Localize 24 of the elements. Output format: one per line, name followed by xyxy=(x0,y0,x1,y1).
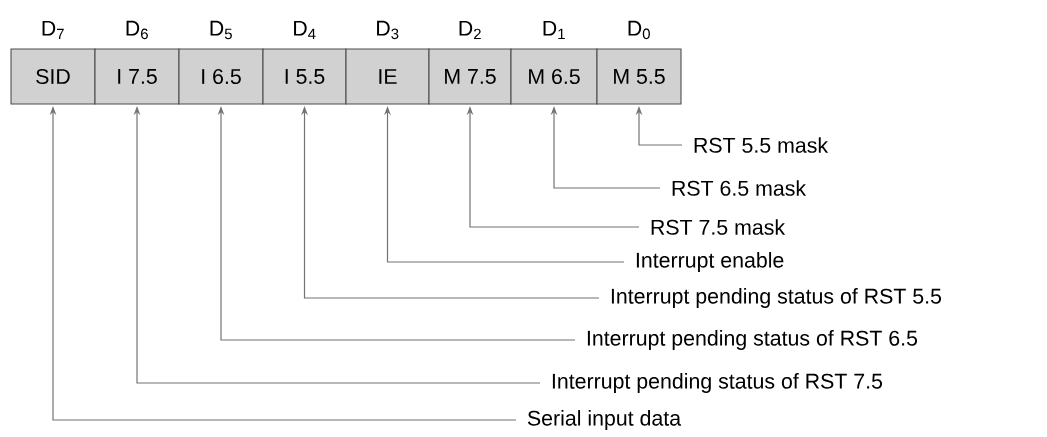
bit-label: D$_{1}$ xyxy=(543,20,565,40)
register-cell: M 6.5 xyxy=(510,48,598,105)
bit-label: D$_{0}$ xyxy=(628,20,650,40)
register-cell: I 5.5 xyxy=(262,48,347,105)
description-text: Serial input data xyxy=(527,410,682,430)
description-text: Interrupt enable xyxy=(636,252,784,272)
register-cell: M 5.5 xyxy=(596,48,682,105)
bit-label: D$_{3}$ xyxy=(377,20,399,40)
bit-label: D$_{5}$ xyxy=(210,20,232,40)
description-text: Interrupt pending status of RST 5.5 xyxy=(611,288,942,308)
register-cell: SID xyxy=(10,48,96,105)
bit-label: D$_{6}$ xyxy=(126,20,148,40)
register-cell: I 6.5 xyxy=(178,48,264,105)
description-text: RST 7.5 mask xyxy=(651,219,786,235)
description-text: Interrupt pending status of RST 6.5 xyxy=(587,330,918,350)
description-text: RST 5.5 mask xyxy=(694,137,829,153)
description-text: RST 6.5 mask xyxy=(672,180,807,196)
description-text: Interrupt pending status of RST 7.5 xyxy=(552,373,883,393)
register-cell: M 7.5 xyxy=(428,48,512,105)
register-cell: IE xyxy=(345,48,430,105)
bit-label: D$_{7}$ xyxy=(42,20,64,40)
bit-label: D$_{4}$ xyxy=(294,20,316,40)
bit-label: D$_{2}$ xyxy=(459,20,481,40)
register-cell: I 7.5 xyxy=(94,48,180,105)
